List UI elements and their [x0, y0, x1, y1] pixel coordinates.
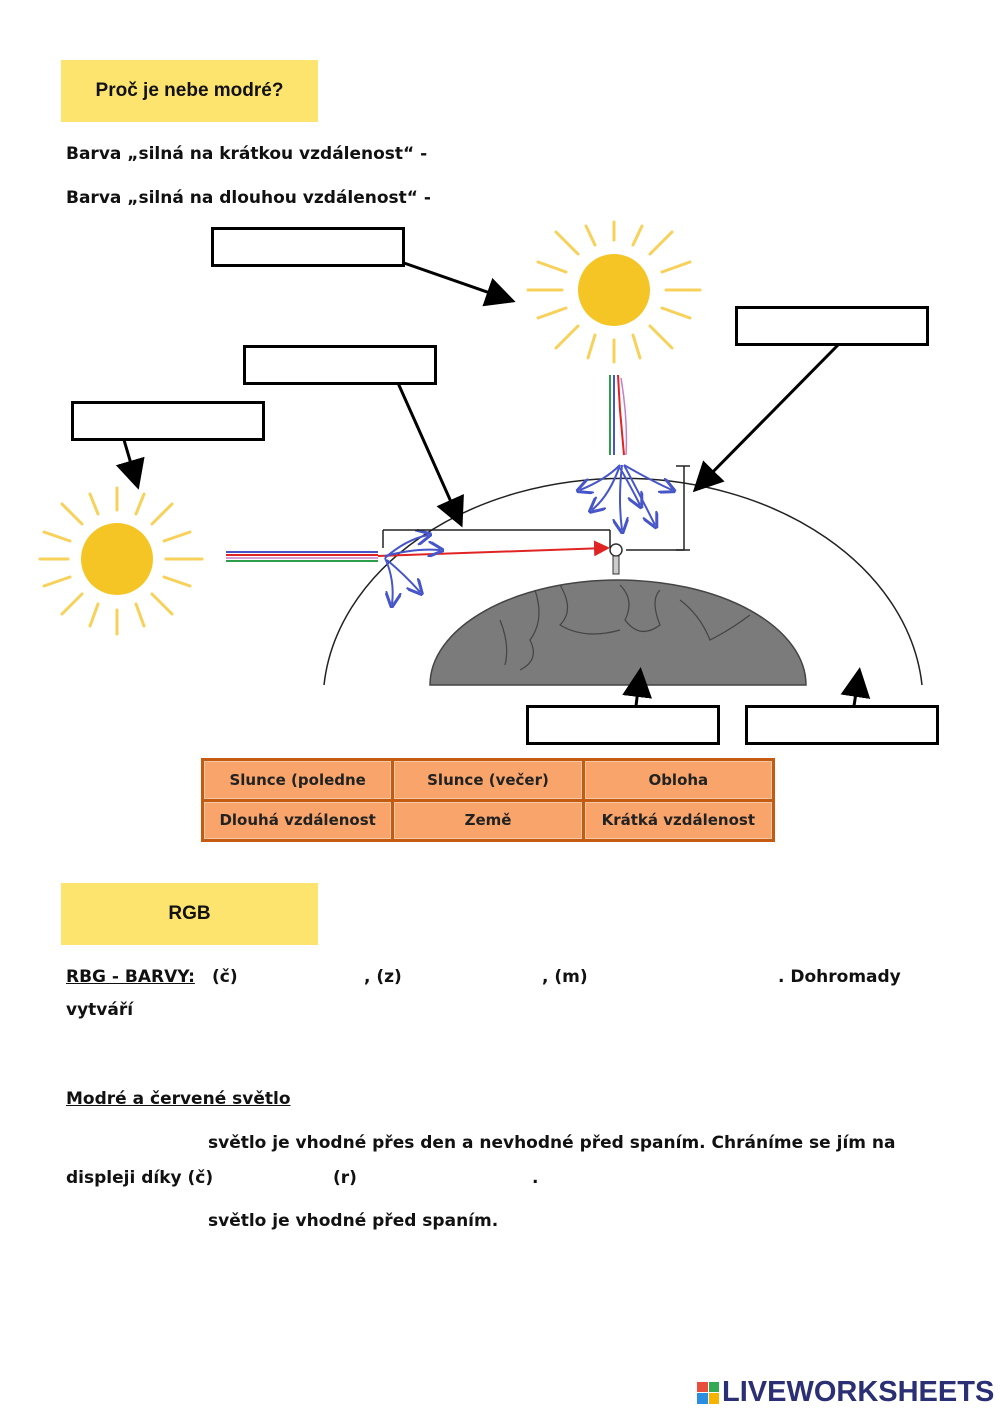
answer-box-sky[interactable]	[745, 705, 939, 745]
atmosphere-arc	[323, 477, 923, 686]
earth-icon	[429, 579, 807, 686]
noon-light-beam	[609, 374, 628, 456]
rgb-z-label: , (z)	[364, 967, 402, 987]
sun-noon-icon	[526, 220, 702, 364]
word-bank-cell[interactable]: Slunce (večer)	[394, 761, 582, 799]
display-r-label: (r)	[333, 1168, 357, 1188]
liveworksheets-logo: LIVEWORKSHEETS	[697, 1376, 994, 1409]
rgb-m-label: , (m)	[542, 967, 588, 987]
logo-text: LIVEWORKSHEETS	[722, 1376, 995, 1408]
blue-light-sentence: světlo je vhodné přes den a nevhodné pře…	[208, 1133, 896, 1153]
pointer-arrows	[115, 261, 871, 707]
evening-scatter-arrows	[384, 535, 440, 604]
word-bank-table: Slunce (poledne Slunce (večer) Obloha Dl…	[201, 758, 775, 842]
rgb-together-label: . Dohromady	[778, 967, 901, 987]
word-bank-cell[interactable]: Krátká vzdálenost	[584, 801, 772, 839]
answer-box-short-distance[interactable]	[735, 306, 929, 346]
section-title-why-sky-blue: Proč je nebe modré?	[61, 60, 318, 122]
rgb-colors-label: RBG - BARVY:	[66, 967, 195, 987]
evening-light-beam	[226, 540, 610, 562]
liveworksheets-logo-icon	[697, 1381, 719, 1404]
rgb-c-label: (č)	[212, 967, 238, 987]
blue-red-light-heading: Modré a červené světlo	[66, 1089, 291, 1109]
word-bank-cell[interactable]: Obloha	[584, 761, 772, 799]
sun-evening-icon	[38, 486, 204, 636]
answer-box-earth[interactable]	[526, 705, 720, 745]
answer-box-sun-noon[interactable]	[211, 227, 405, 267]
answer-box-long-distance[interactable]	[243, 345, 437, 385]
word-bank-cell[interactable]: Dlouhá vzdálenost	[204, 801, 392, 839]
section-title-text: Proč je nebe modré?	[95, 80, 284, 101]
long-distance-bracket	[382, 529, 611, 548]
answer-box-sun-evening[interactable]	[71, 401, 265, 441]
line-short-distance: Barva „silná na krátkou vzdálenost“ -	[66, 144, 428, 164]
sky-scattering-diagram	[38, 220, 923, 707]
display-dot: .	[532, 1168, 539, 1188]
red-light-sentence: světlo je vhodné před spaním.	[208, 1211, 499, 1231]
short-distance-bracket	[626, 465, 690, 551]
word-bank-cell[interactable]: Země	[394, 801, 582, 839]
section-title-rgb: RGB	[61, 883, 318, 945]
line-long-distance: Barva „silná na dlouhou vzdálenost“ -	[66, 188, 431, 208]
observer-icon	[609, 543, 623, 575]
noon-scatter-arrows	[580, 464, 672, 530]
section-title-text: RGB	[168, 903, 211, 924]
rgb-creates-label: vytváří	[66, 1000, 134, 1020]
word-bank-cell[interactable]: Slunce (poledne	[204, 761, 392, 799]
display-protection-label: displeji díky (č)	[66, 1168, 214, 1188]
